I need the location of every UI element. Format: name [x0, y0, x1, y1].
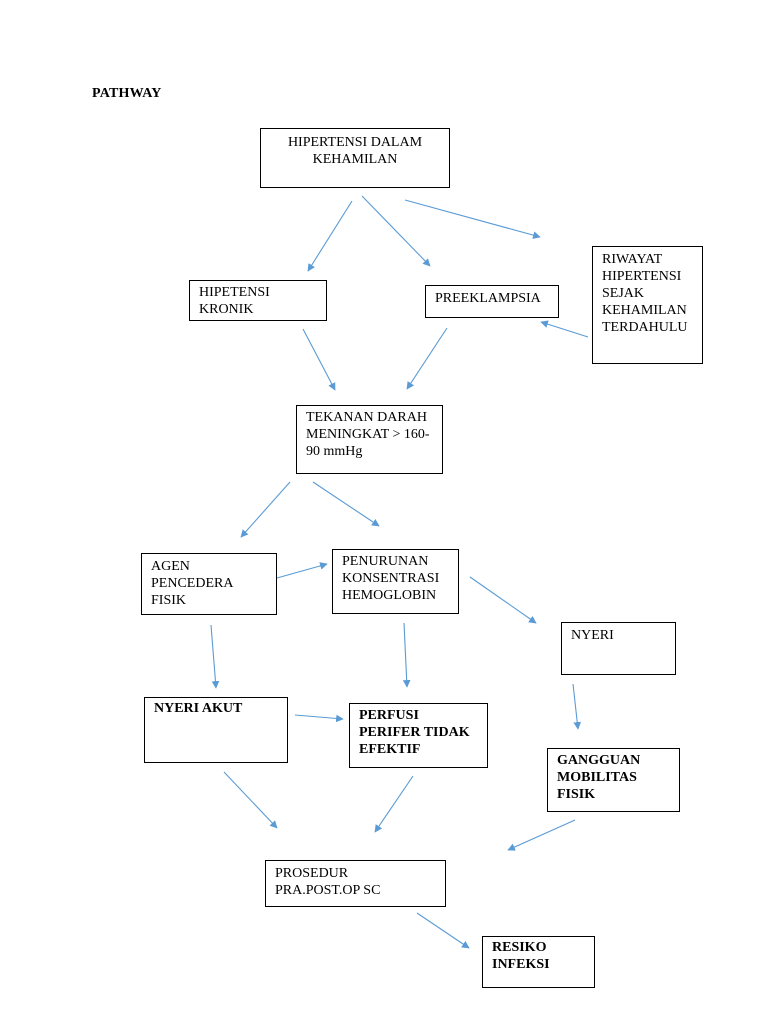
arrow-gangguan-mobilitas-to-prosedur — [507, 819, 576, 851]
arrow-agen-pencedera-to-penurunan-hemoglobin — [276, 562, 328, 579]
page-title: PATHWAY — [92, 86, 162, 101]
arrow-tekanan-darah-to-agen-pencedera — [240, 481, 291, 538]
arrow-penurunan-hemoglobin-to-perfusi — [402, 622, 411, 688]
arrow-nyeri-akut-to-perfusi — [294, 714, 344, 723]
node-prosedur: PROSEDUR PRA.POST.OP SC — [265, 860, 446, 907]
arrow-penurunan-hemoglobin-to-nyeri — [469, 576, 537, 624]
node-gangguan-mobilitas: GANGGUAN MOBILITAS FISIK — [547, 748, 680, 812]
node-riwayat-hipertensi: RIWAYAT HIPERTENSI SEJAK KEHAMILAN TERDA… — [592, 246, 703, 364]
arrow-nyeri-to-gangguan-mobilitas — [572, 683, 582, 730]
node-hipertensi-kehamilan: HIPERTENSI DALAM KEHAMILAN — [260, 128, 450, 188]
node-resiko-infeksi: RESIKO INFEKSI — [482, 936, 595, 988]
arrow-riwayat-to-preeklampsia — [540, 320, 589, 338]
node-nyeri-akut: NYERI AKUT — [144, 697, 288, 763]
node-nyeri: NYERI — [561, 622, 676, 675]
arrow-nyeri-akut-to-prosedur — [223, 771, 278, 829]
node-perfusi-perifer: PERFUSI PERIFER TIDAK EFEKTIF — [349, 703, 488, 768]
node-agen-pencedera: AGEN PENCEDERA FISIK — [141, 553, 277, 615]
arrow-perfusi-to-prosedur — [374, 775, 414, 833]
arrow-agen-pencedera-to-nyeri-akut — [210, 624, 220, 689]
arrow-hipertensi-kehamilan-to-preeklampsia — [361, 195, 431, 267]
arrow-hipertensi-kehamilan-to-hipetensi-kronik — [307, 200, 353, 272]
arrow-hipetensi-kronik-to-tekanan-darah — [302, 328, 336, 391]
arrow-preeklampsia-to-tekanan-darah — [406, 327, 448, 390]
arrow-tekanan-darah-to-penurunan-hemoglobin — [312, 481, 380, 527]
node-tekanan-darah: TEKANAN DARAH MENINGKAT > 160- 90 mmHg — [296, 405, 443, 474]
node-preeklampsia: PREEKLAMPSIA — [425, 285, 559, 318]
node-penurunan-hemoglobin: PENURUNAN KONSENTRASI HEMOGLOBIN — [332, 549, 459, 614]
node-hipetensi-kronik: HIPETENSI KRONIK — [189, 280, 327, 321]
arrow-prosedur-to-resiko-infeksi — [416, 912, 470, 949]
arrow-hipertensi-kehamilan-to-riwayat — [404, 199, 541, 239]
